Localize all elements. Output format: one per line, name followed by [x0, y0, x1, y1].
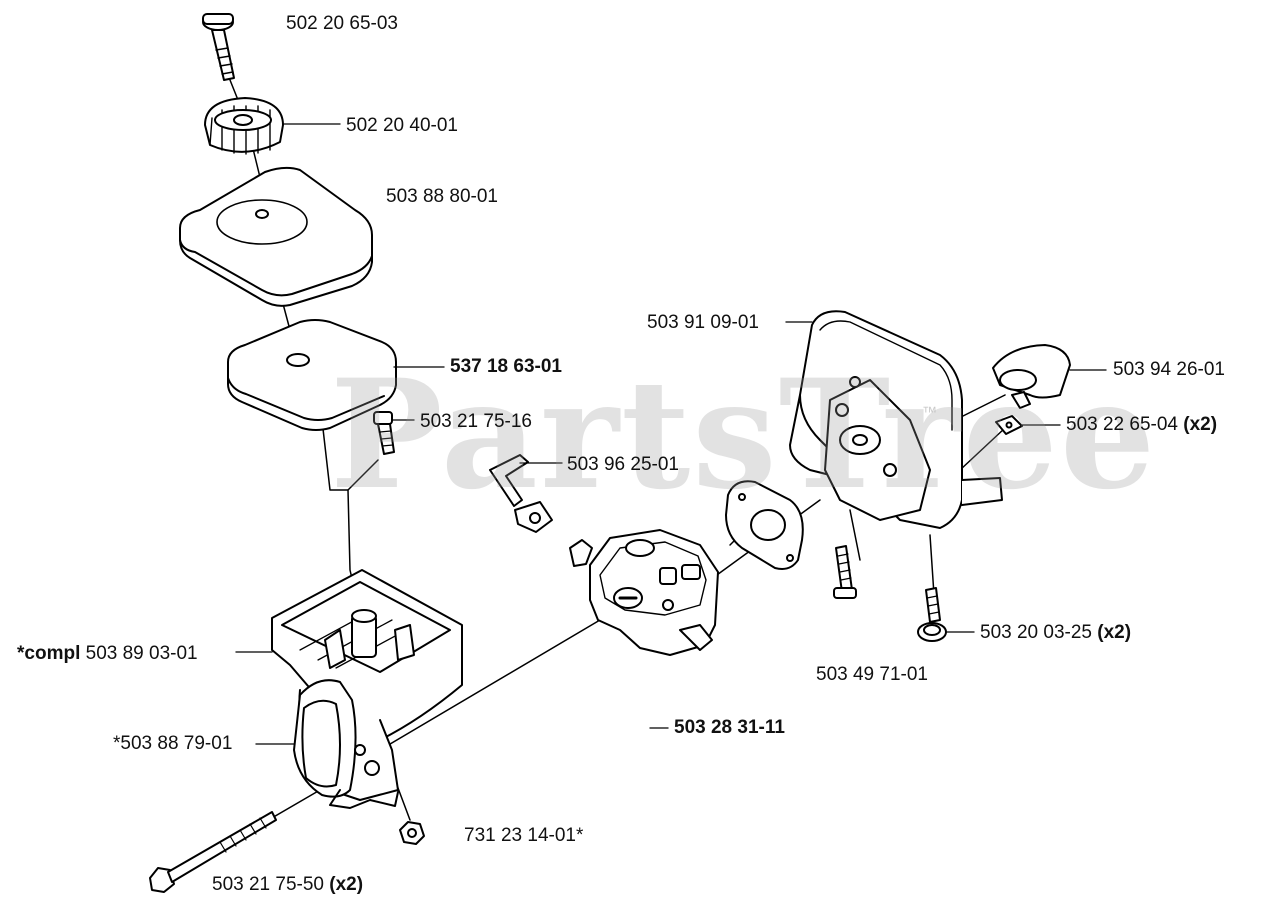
screw-washer	[917, 587, 947, 642]
part-label[interactable]: *503 88 79-01	[113, 733, 233, 754]
part-label[interactable]: 503 20 03-25 (x2)	[980, 622, 1131, 644]
bolt-top	[202, 13, 235, 81]
part-label[interactable]: 503 21 75-16	[420, 411, 532, 432]
part-label[interactable]: 503 49 71-01	[816, 664, 928, 685]
long-bolt	[149, 811, 277, 893]
trademark-mark: ™	[922, 404, 937, 421]
filter-pad	[227, 319, 397, 431]
gasket	[725, 480, 804, 570]
part-label[interactable]: 503 22 65-04 (x2)	[1066, 414, 1217, 436]
carburetor	[569, 529, 719, 656]
part-label[interactable]: 503 88 80-01	[386, 186, 498, 207]
part-label-number: 503 21 75-50	[212, 874, 330, 895]
part-label[interactable]: 503 96 25-01	[567, 454, 679, 475]
screw-center	[833, 545, 857, 599]
part-label-qty: (x2)	[1097, 622, 1132, 643]
part-label-qty: (x2)	[1183, 414, 1218, 435]
filter-cover	[179, 166, 373, 307]
part-label[interactable]: 503 91 09-01	[647, 312, 759, 333]
handle-part	[293, 679, 399, 809]
nut	[399, 821, 425, 845]
part-label[interactable]: 503 21 75-50 (x2)	[212, 874, 363, 896]
part-label[interactable]: 537 18 63-01	[450, 356, 562, 377]
part-label-prefix: *compl	[17, 643, 81, 664]
choke-lever	[489, 454, 553, 533]
square-nut	[995, 415, 1023, 435]
choke-knob	[992, 344, 1071, 409]
part-label[interactable]: 502 20 65-03	[286, 13, 398, 34]
knob	[204, 97, 284, 155]
leader-lines	[235, 123, 1107, 745]
part-label-number: 503 22 65-04	[1066, 414, 1184, 435]
part-label-number: 503 20 03-25	[980, 622, 1098, 643]
filter-holder	[789, 310, 1003, 529]
part-label[interactable]: 503 28 31-11	[674, 717, 785, 738]
part-label-number: 503 89 03-01	[80, 643, 198, 664]
part-label[interactable]: *compl 503 89 03-01	[17, 643, 198, 665]
screw-small	[373, 411, 395, 455]
part-label[interactable]: 731 23 14-01*	[464, 825, 584, 846]
part-label-qty: (x2)	[329, 874, 364, 895]
part-label[interactable]: 503 94 26-01	[1113, 359, 1225, 380]
part-label[interactable]: 502 20 40-01	[346, 115, 458, 136]
